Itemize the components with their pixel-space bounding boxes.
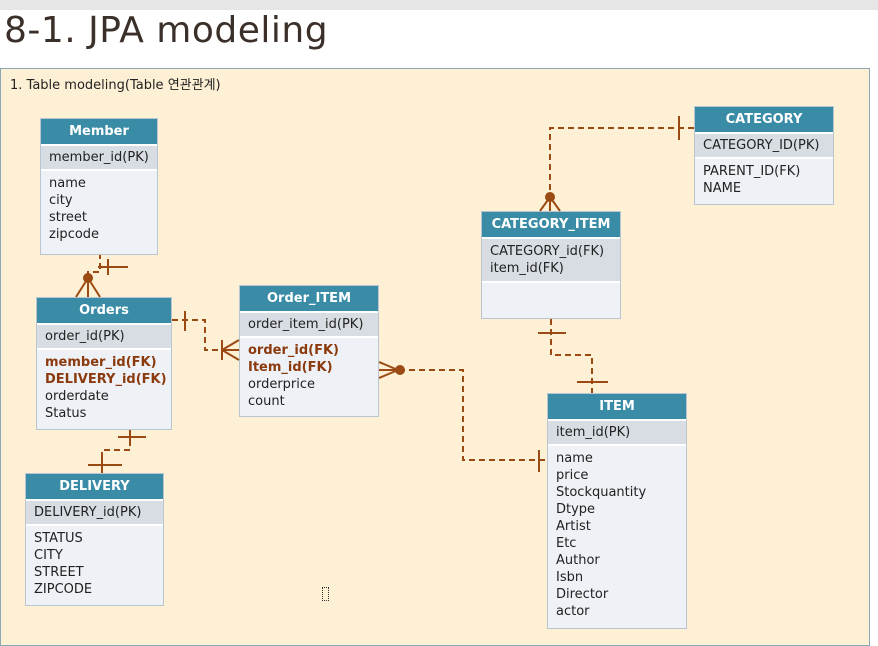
- orders-table: Orders order_id(PK) member_id(FK) DELIVE…: [36, 297, 172, 430]
- orders-fk: member_id(FK): [45, 355, 157, 370]
- diagram-subtitle: 1. Table modeling(Table 연관관계): [10, 78, 221, 93]
- delivery-field: CITY: [34, 548, 63, 563]
- order-item-table: Order_ITEM order_item_id(PK) order_id(FK…: [239, 285, 379, 417]
- category-item-table-header: CATEGORY_ITEM: [482, 212, 620, 239]
- item-fields: name price Stockquantity Dtype Artist Et…: [548, 446, 686, 624]
- orders-field: Status: [45, 406, 87, 421]
- member-table: Member member_id(PK) name city street zi…: [40, 118, 158, 255]
- order-item-pk: order_item_id(PK): [240, 313, 378, 338]
- order-item-field: count: [248, 394, 285, 409]
- member-field: street: [49, 210, 88, 225]
- order-item-field: orderprice: [248, 377, 316, 392]
- text-cursor: [322, 587, 329, 601]
- delivery-table-header: DELIVERY: [26, 474, 163, 501]
- member-pk: member_id(PK): [41, 146, 157, 171]
- item-field: Etc: [556, 536, 577, 551]
- item-pk: item_id(PK): [548, 421, 686, 446]
- rel-dot: [83, 273, 93, 283]
- item-field: name: [556, 451, 593, 466]
- orders-fields: member_id(FK) DELIVERY_id(FK) orderdate …: [37, 350, 171, 426]
- order-item-fk: order_id(FK): [248, 343, 339, 358]
- item-field: Author: [556, 553, 600, 568]
- item-field: price: [556, 468, 589, 483]
- category-table: CATEGORY CATEGORY_ID(PK) PARENT_ID(FK) N…: [694, 106, 834, 205]
- category-item-pk-line: CATEGORY_id(FK): [490, 244, 605, 259]
- delivery-field: ZIPCODE: [34, 582, 93, 597]
- category-field: NAME: [703, 181, 742, 196]
- order-item-fields: order_id(FK) Item_id(FK) orderprice coun…: [240, 338, 378, 414]
- rel-dot: [395, 365, 405, 375]
- category-item-table: CATEGORY_ITEM CATEGORY_id(FK) item_id(FK…: [481, 211, 621, 319]
- item-field: Director: [556, 587, 609, 602]
- orders-field: orderdate: [45, 389, 109, 404]
- rel-crowfoot: [378, 361, 399, 371]
- rel-orderitem-item: [379, 369, 547, 461]
- order-item-fk: Item_id(FK): [248, 360, 333, 375]
- rel-category-categoryitem: [549, 127, 694, 211]
- item-field: Artist: [556, 519, 591, 534]
- orders-fk: DELIVERY_id(FK): [45, 372, 167, 387]
- category-item-pk: CATEGORY_id(FK) item_id(FK): [482, 239, 620, 283]
- slide-title: 8-1. JPA modeling: [4, 10, 329, 51]
- category-field: PARENT_ID(FK): [703, 164, 801, 179]
- item-table: ITEM item_id(PK) name price Stockquantit…: [547, 393, 687, 629]
- delivery-field: STATUS: [34, 531, 83, 546]
- delivery-table: DELIVERY DELIVERY_id(PK) STATUS CITY STR…: [25, 473, 164, 606]
- item-table-header: ITEM: [548, 394, 686, 421]
- member-field: zipcode: [49, 227, 100, 242]
- order-item-table-header: Order_ITEM: [240, 286, 378, 313]
- category-pk: CATEGORY_ID(PK): [695, 134, 833, 159]
- rel-categoryitem-item: [550, 319, 593, 393]
- rel-crowfoot: [378, 369, 399, 379]
- member-field: city: [49, 193, 73, 208]
- member-field: name: [49, 176, 86, 191]
- category-item-pk-line: item_id(FK): [490, 261, 564, 276]
- member-table-header: Member: [41, 119, 157, 146]
- item-field: actor: [556, 604, 590, 619]
- delivery-fields: STATUS CITY STREET ZIPCODE: [26, 526, 163, 602]
- category-fields: PARENT_ID(FK) NAME: [695, 159, 833, 201]
- rel-dot: [545, 192, 555, 202]
- item-field: Isbn: [556, 570, 584, 585]
- category-table-header: CATEGORY: [695, 107, 833, 134]
- item-field: Stockquantity: [556, 485, 647, 500]
- delivery-pk: DELIVERY_id(PK): [26, 501, 163, 526]
- rel-crowfoot: [221, 339, 240, 351]
- item-field: Dtype: [556, 502, 596, 517]
- member-fields: name city street zipcode: [41, 171, 157, 247]
- orders-table-header: Orders: [37, 298, 171, 325]
- delivery-field: STREET: [34, 565, 84, 580]
- top-bar: [0, 0, 878, 10]
- rel-crowfoot: [221, 349, 240, 361]
- orders-pk: order_id(PK): [37, 325, 171, 350]
